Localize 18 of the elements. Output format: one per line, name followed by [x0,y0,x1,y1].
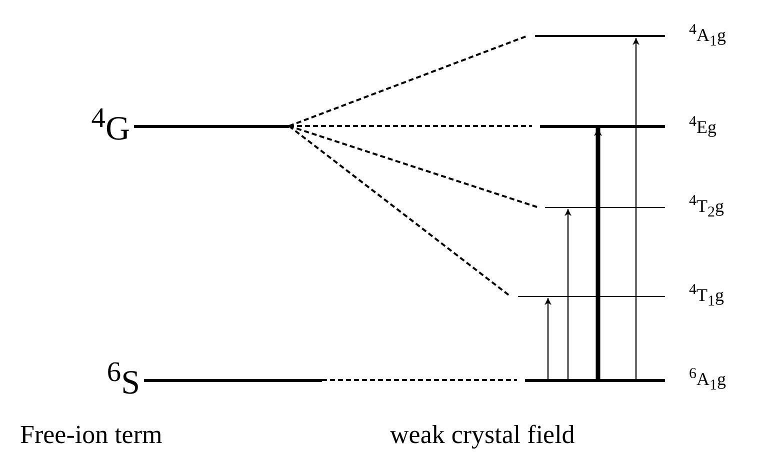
term-symbol: $^{6}$A$_{1}$g [689,366,727,394]
connector-line [288,35,528,127]
transition-arrow [564,209,572,379]
term-symbol: $^{6}$S [106,357,140,403]
connector-line [289,125,532,127]
transition-arrow [544,298,552,379]
transition-arrow [594,128,602,379]
connector-line [288,125,538,208]
axis-caption: weak crystal field [390,420,575,450]
term-symbol: $^{4}$T$_{2}$g [689,192,725,222]
term-symbol: $^{4}$A$_{1}$g [689,22,727,50]
axis-caption: Free-ion term [20,420,162,450]
transition-arrow [632,38,640,379]
connector-line [288,125,511,297]
term-symbol: $^{4}$G [90,103,130,149]
term-symbol: $^{4}$Eg [689,114,718,138]
term-symbol: $^{4}$T$_{1}$g [689,282,725,310]
connector-line [322,379,517,381]
